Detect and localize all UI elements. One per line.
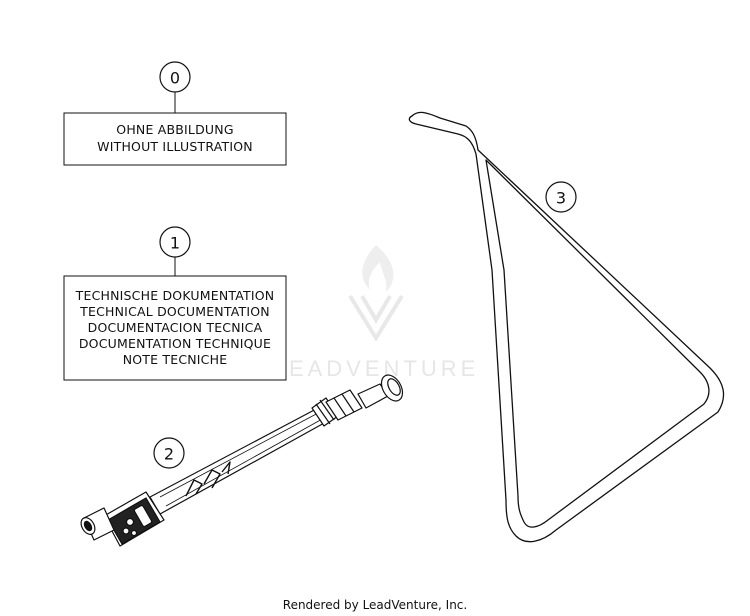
callout-1-number: 1 [170,234,180,253]
callout-2[interactable]: 2 [153,437,185,469]
part-1-line-3: DOCUMENTACION TECNICA [88,320,263,335]
part-1-line-4: DOCUMENTATION TECHNIQUE [79,336,271,351]
callout-3-number: 3 [556,189,566,208]
leadventure-watermark: LEADVENTURE [273,245,480,381]
part-0-label-box: OHNE ABBILDUNG WITHOUT ILLUSTRATION [63,112,287,166]
part-0-line-2: WITHOUT ILLUSTRATION [97,139,253,154]
callout-0[interactable]: 0 [159,61,191,113]
suspension-pump-illustration[interactable] [78,371,406,547]
callout-3[interactable]: 3 [545,181,577,213]
callout-2-number: 2 [164,445,174,464]
callout-0-number: 0 [170,69,180,88]
triangle-stand-illustration[interactable] [408,111,725,543]
footer-credit: Rendered by LeadVenture, Inc. [282,598,468,612]
part-1-line-1: TECHNISCHE DOKUMENTATION [75,288,275,303]
watermark-text: LEADVENTURE [273,356,480,381]
part-1-line-2: TECHNICAL DOCUMENTATION [79,304,270,319]
callout-1[interactable]: 1 [159,226,191,276]
part-1-line-5: NOTE TECNICHE [123,352,228,367]
part-1-label-box: TECHNISCHE DOKUMENTATION TECHNICAL DOCUM… [63,275,287,381]
part-0-line-1: OHNE ABBILDUNG [116,122,233,137]
flame-logo-icon [348,245,404,342]
